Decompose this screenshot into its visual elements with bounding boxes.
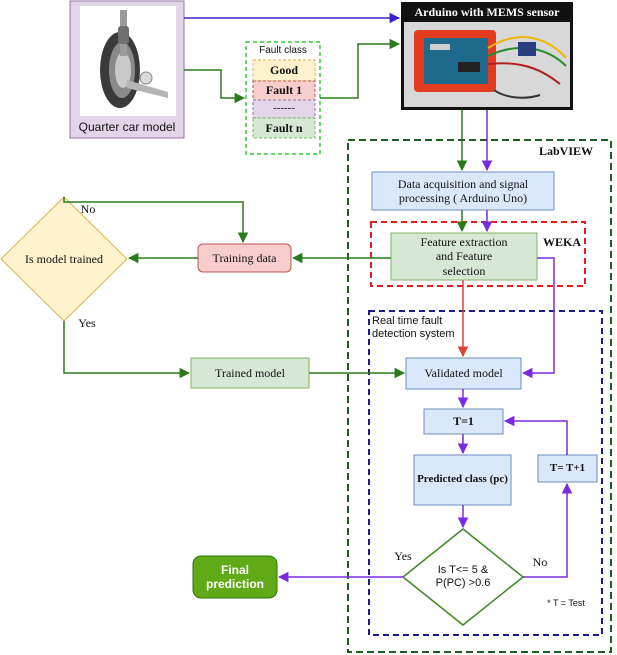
t-init-label: T=1 xyxy=(453,414,474,429)
fault-item-1: Fault 1 xyxy=(265,83,303,98)
weka-title: WEKA xyxy=(542,234,581,249)
trained-decision-label: Is model trained xyxy=(25,252,103,266)
edge-faultclass-to-arduino xyxy=(320,38,401,99)
test-decision-shape xyxy=(401,528,525,626)
fault-item-n-box xyxy=(252,117,316,139)
daq-label: Data acquisition and signal processing (… xyxy=(397,176,529,205)
realtime-region xyxy=(368,310,603,636)
daq-node xyxy=(371,171,555,211)
validated-label: Validated model xyxy=(424,366,503,381)
edge-decision-no-loop xyxy=(63,197,249,244)
trained-model-label: Trained model xyxy=(215,365,285,380)
predicted-label: Predicted class (pc) xyxy=(417,473,508,486)
fault-item-dashes: ------ xyxy=(273,102,295,115)
realtime-title: Real time fault detection system xyxy=(372,314,455,340)
test-footnote: * T = Test xyxy=(547,597,585,608)
predicted-node xyxy=(413,454,512,506)
fault-item-good: Good xyxy=(269,63,298,78)
edge-label-yes-left: Yes xyxy=(78,315,96,330)
weka-region xyxy=(370,221,586,287)
edge-feature-to-validated-purple xyxy=(521,257,555,379)
edge-decision-yes-to-trained-model xyxy=(63,321,191,379)
labview-title: LabVIEW xyxy=(538,143,594,158)
trained-model-node xyxy=(190,357,310,389)
fault-item-good-box xyxy=(252,59,316,82)
edge-decision-no-to-tinc xyxy=(523,482,573,578)
car-suspension-illustration xyxy=(100,10,168,108)
edge-tinc-to-tinit xyxy=(503,415,568,455)
final-label: Final prediction xyxy=(205,562,264,591)
edge-quartercar-to-faultclass xyxy=(184,69,246,104)
quarter-car-caption: Quarter car model xyxy=(78,119,176,134)
t-inc-label: T= T+1 xyxy=(549,461,586,474)
edge-label-no-bottom: No xyxy=(532,554,548,569)
fault-item-n: Fault n xyxy=(265,120,303,135)
test-decision-label: Is T<= 5 & P(PC) >0.6 xyxy=(435,563,491,589)
arduino-photo xyxy=(401,2,573,110)
edge-label-no-top: No xyxy=(80,201,96,216)
fault-class-title: Fault class xyxy=(259,45,307,56)
final-node xyxy=(192,555,278,599)
arduino-caption: Arduino with MEMS sensor xyxy=(414,4,560,19)
t-inc-node xyxy=(537,454,598,483)
training-label: Training data xyxy=(212,250,277,265)
edge-label-yes-bottom: Yes xyxy=(394,548,412,563)
validated-node xyxy=(405,357,522,390)
t-init-node xyxy=(423,408,504,435)
feature-node xyxy=(390,232,538,281)
feature-label: Feature extraction and Feature selection xyxy=(420,234,508,278)
labview-region xyxy=(347,139,612,653)
